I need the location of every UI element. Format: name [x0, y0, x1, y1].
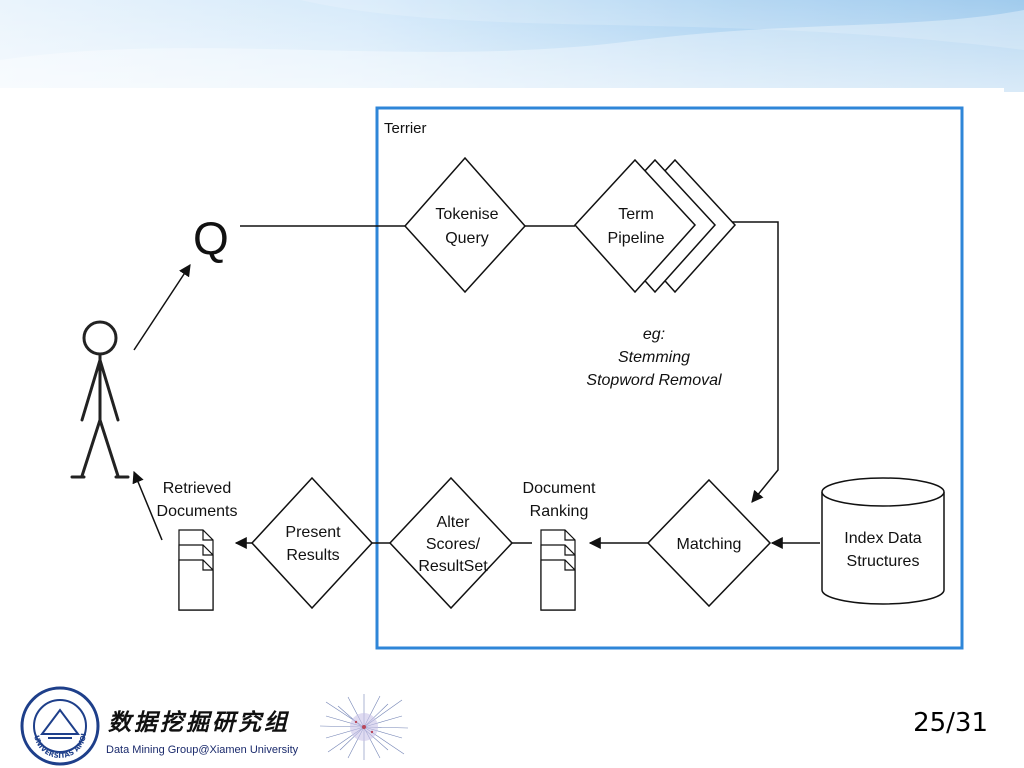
retrieved-label-1: Retrieved [163, 480, 231, 497]
node-alter-scores: Alter Scores/ ResultSet [388, 476, 514, 610]
edge-retrieved-to-user [132, 470, 163, 541]
terrier-container [375, 106, 964, 650]
tokenise-label-1: Tokenise [435, 206, 498, 223]
alter-label-1: Alter [437, 514, 471, 531]
alter-label-2: Scores/ [426, 536, 481, 553]
retrieved-label-2: Documents [157, 503, 238, 520]
note-stemming: Stemming [618, 349, 690, 366]
terrier-label: Terrier [384, 120, 427, 137]
node-index-data-structures: Index Data Structures [821, 477, 945, 605]
node-tokenise-query: Tokenise Query [403, 156, 527, 294]
edge-pipeline-to-matching [730, 221, 779, 503]
retrieved-documents: Retrieved Documents [157, 480, 238, 611]
alter-label-3: ResultSet [418, 558, 488, 575]
terrier-architecture-diagram: Terrier Q Tokenise Query Term P [70, 106, 964, 650]
pipeline-label-2: Pipeline [608, 230, 665, 247]
ranking-label-1: Document [523, 480, 596, 497]
user-figure-icon [70, 320, 130, 479]
slide-footer: UNIVERSITAS AMOIENSIS 数据挖掘研究组 Data Minin… [0, 670, 1024, 768]
note-eg: eg: [643, 326, 665, 343]
matching-label: Matching [677, 536, 742, 553]
slide-header-background [0, 0, 1024, 92]
index-label-1: Index Data [844, 530, 921, 547]
node-matching: Matching [646, 478, 772, 608]
query-symbol: Q [193, 212, 229, 264]
network-graph-image [319, 694, 409, 760]
index-label-2: Structures [847, 553, 920, 570]
ranked-documents-icon [540, 529, 576, 611]
edge-user-to-query [133, 263, 191, 351]
pipeline-label-1: Term [618, 206, 654, 223]
retrieved-documents-icon [178, 529, 214, 611]
diagram-panel: Terrier Q Tokenise Query Term P [0, 88, 1004, 666]
node-present-results: Present Results [250, 476, 374, 610]
node-term-pipeline: Term Pipeline [573, 158, 737, 294]
present-label-1: Present [285, 524, 341, 541]
page-number: 25/31 [913, 708, 988, 738]
pipeline-note: eg: Stemming Stopword Removal [586, 326, 722, 389]
connector-lines [132, 221, 820, 549]
note-stopword: Stopword Removal [586, 372, 722, 389]
ranking-label-2: Ranking [530, 503, 589, 520]
tokenise-label-2: Query [445, 230, 489, 247]
document-ranking: Document Ranking [523, 480, 596, 611]
xiamen-university-seal-logo: UNIVERSITAS AMOIENSIS [20, 686, 100, 766]
group-name-english: Data Mining Group@Xiamen University [106, 744, 299, 756]
group-name-chinese: 数据挖掘研究组 [108, 709, 290, 736]
present-label-2: Results [286, 547, 339, 564]
